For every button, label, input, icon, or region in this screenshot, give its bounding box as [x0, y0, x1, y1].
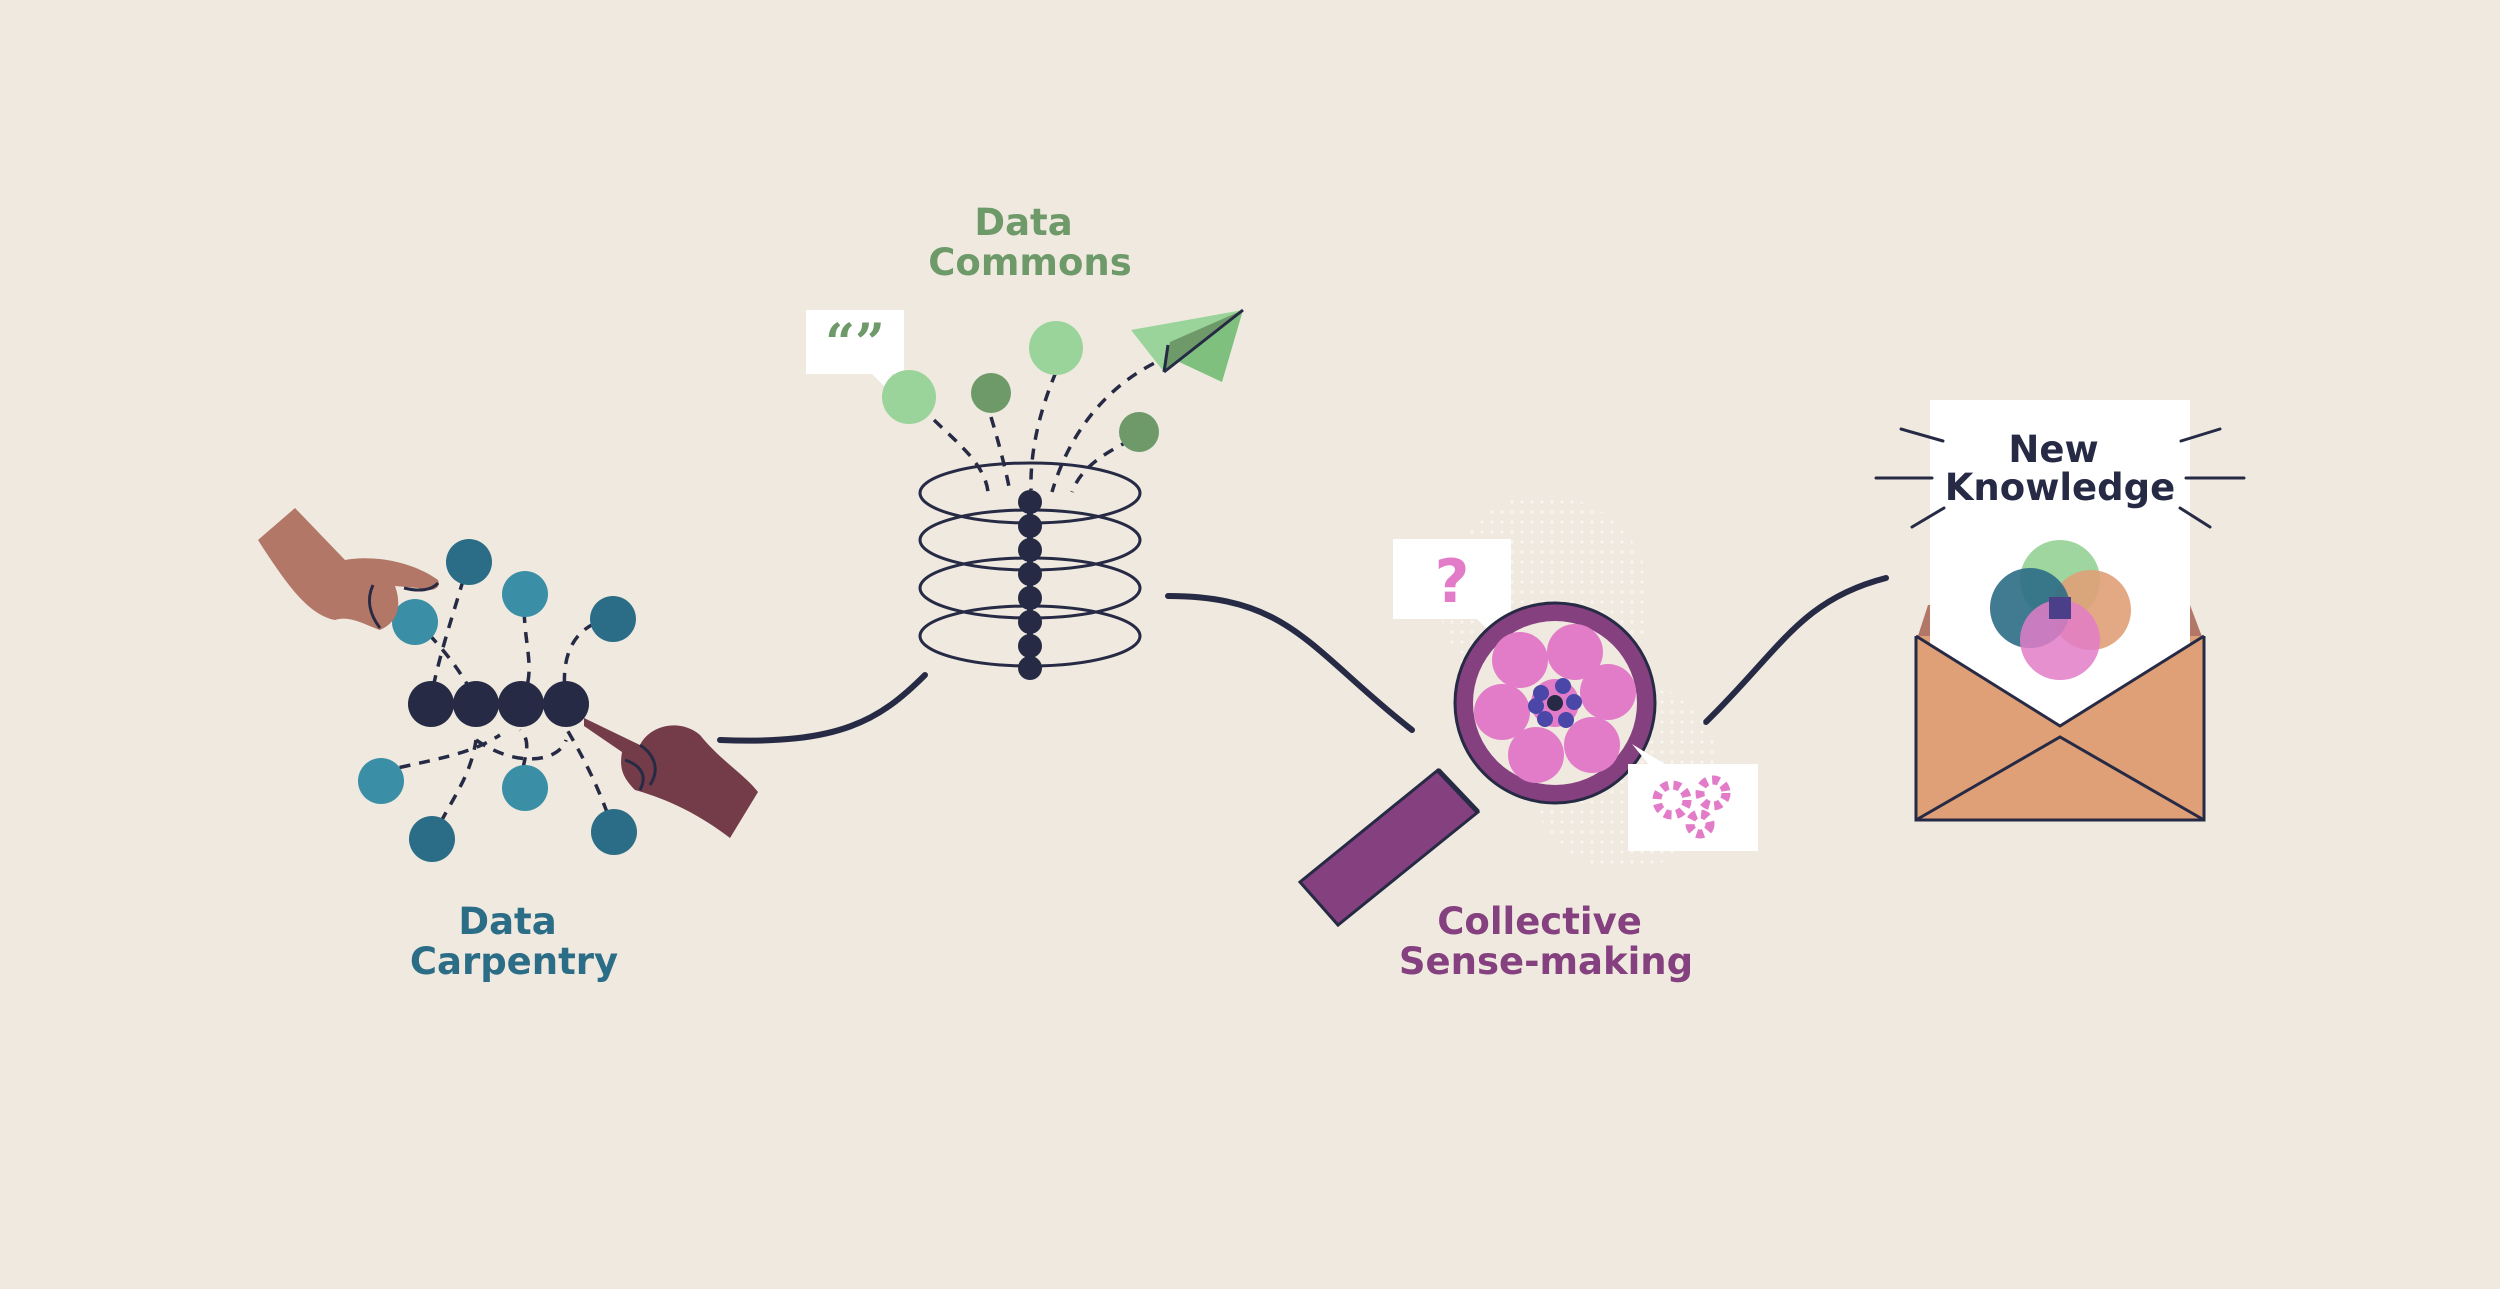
sense-making-label-line1: Collective — [1437, 900, 1642, 943]
data-node — [446, 539, 492, 585]
new-knowledge-label: New Knowledge — [1945, 428, 2175, 509]
magnifying-glass-icon — [1297, 601, 1657, 928]
data-node — [409, 816, 455, 862]
data-commons-label: Data Commons — [928, 201, 1131, 284]
hand-pointing-icon — [584, 718, 758, 838]
venn-icon — [1990, 540, 2131, 680]
data-node — [590, 596, 636, 642]
data-carpentry-label: Data Carpentry — [410, 900, 618, 983]
data-bubble — [1029, 321, 1083, 375]
data-bubble — [971, 373, 1011, 413]
sense-making-label: Collective Sense-making — [1399, 900, 1693, 983]
data-carpentry-group: Data Carpentry — [258, 508, 758, 983]
data-bubble — [1119, 412, 1159, 452]
paper-plane-icon — [1131, 308, 1244, 382]
data-node — [591, 809, 637, 855]
data-node-sorted — [408, 681, 454, 727]
data-commons-group: Data Commons “” — [806, 201, 1244, 680]
data-node — [502, 571, 548, 617]
sense-making-group: ? — [1297, 495, 1758, 983]
sense-making-label-line2: Sense-making — [1399, 940, 1693, 983]
data-commons-label-line1: Data — [974, 201, 1072, 244]
data-node — [392, 599, 438, 645]
data-bubble — [882, 370, 936, 424]
database-spine — [1018, 490, 1042, 680]
question-icon: ? — [1435, 547, 1470, 617]
data-node — [502, 765, 548, 811]
shine-lines — [1874, 427, 2246, 529]
envelope-front — [1914, 634, 2206, 822]
quote-icon: “” — [825, 313, 885, 374]
data-carpentry-label-line1: Data — [458, 900, 556, 943]
new-knowledge-label-line1: New — [2008, 428, 2098, 471]
data-commons-label-line2: Commons — [928, 241, 1131, 284]
new-knowledge-group: New Knowledge — [1874, 400, 2246, 822]
data-carpentry-label-line2: Carpentry — [410, 940, 618, 983]
new-knowledge-label-line2: Knowledge — [1945, 466, 2175, 509]
gears-bubble — [1628, 744, 1758, 851]
rising-dashes — [932, 353, 1173, 493]
data-node-sorted — [453, 681, 499, 727]
gears-icon — [1652, 775, 1731, 839]
data-node — [358, 758, 404, 804]
connector-carpentry-to-commons — [717, 672, 928, 744]
connector-sensemaking-to-knowledge — [1703, 575, 1889, 725]
quote-bubble: “” — [806, 310, 904, 392]
hand-top-icon — [258, 508, 440, 630]
connector-lines — [717, 575, 1889, 744]
data-node-sorted — [543, 681, 589, 727]
question-bubble: ? — [1393, 539, 1511, 640]
connector-commons-to-sensemaking — [1165, 593, 1415, 733]
data-node-sorted — [498, 681, 544, 727]
